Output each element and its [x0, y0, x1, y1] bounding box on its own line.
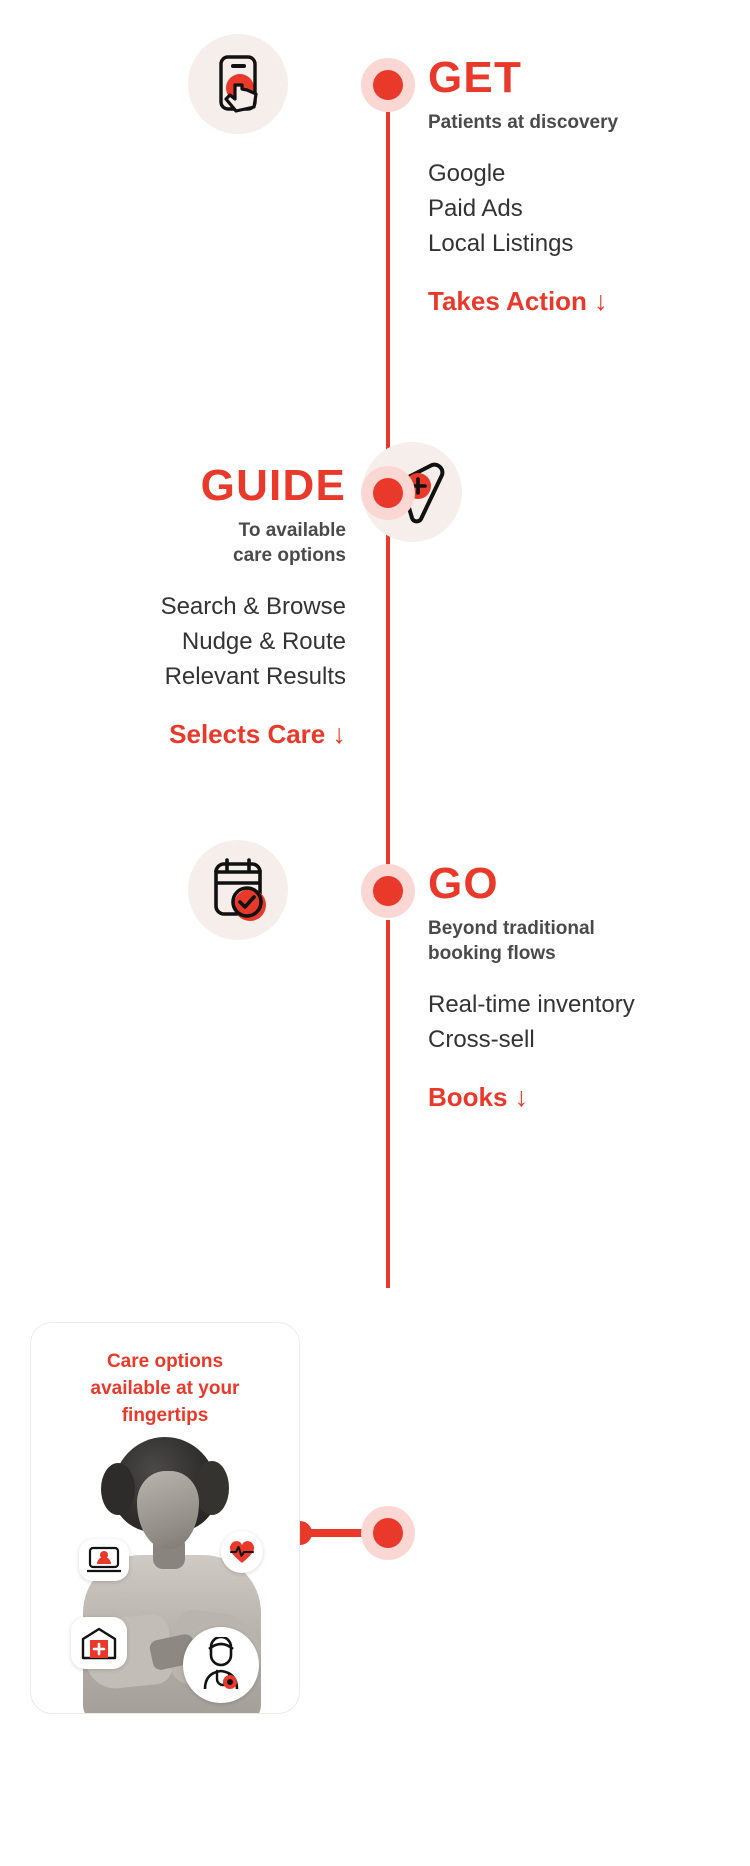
- arrow-down-icon: ↓: [594, 285, 608, 316]
- stage-cta-guide: Selects Care ↓: [20, 719, 346, 750]
- list-item: Google: [428, 160, 506, 188]
- subtitle-line: care options: [233, 545, 346, 567]
- stage-cta-label: Selects Care: [169, 718, 326, 749]
- stage-cta-go: Books ↓: [428, 1082, 738, 1113]
- stage-block-go: GO Beyond traditional booking flows Real…: [428, 859, 738, 1113]
- list-item: Cross-sell: [428, 1026, 535, 1054]
- headline-line: fingertips: [121, 1404, 209, 1426]
- list-item: Search & Browse: [160, 593, 346, 621]
- timeline-node-go: [361, 864, 415, 918]
- headline-line: available at your: [90, 1377, 240, 1399]
- timeline-node-end: [361, 1506, 415, 1560]
- face: [137, 1471, 199, 1549]
- stage-cta-label: Books: [428, 1081, 508, 1112]
- calendar-check-icon: [188, 840, 288, 940]
- stage-cta-get: Takes Action ↓: [428, 286, 728, 317]
- timeline-spine-guide-to-go: [386, 520, 390, 890]
- list-item: Local Listings: [428, 229, 574, 257]
- list-item: Nudge & Route: [181, 628, 346, 656]
- stage-subtitle-go: Beyond traditional booking flows: [428, 916, 738, 966]
- person-illustration: [31, 1431, 299, 1713]
- card-headline: Care options available at your fingertip…: [31, 1349, 299, 1430]
- stage-list-go: Real-time inventory Cross-sell: [428, 988, 738, 1058]
- video-visit-icon: [79, 1539, 129, 1581]
- stage-title-get: GET: [428, 53, 523, 102]
- stage-block-get: GET Patients at discovery Google Paid Ad…: [428, 53, 728, 317]
- patient-photo: [31, 1431, 299, 1713]
- tap-phone-icon: [188, 34, 288, 134]
- arrow-down-icon: ↓: [514, 1081, 529, 1112]
- care-options-card: Care options available at your fingertip…: [30, 1322, 300, 1714]
- timeline-spine-go-to-end: [386, 920, 390, 1288]
- hospital-icon: [71, 1617, 127, 1669]
- timeline-spine-get-to-guide: [386, 112, 390, 490]
- subtitle-line: booking flows: [428, 943, 556, 965]
- heart-pulse-icon: [221, 1531, 263, 1573]
- doctor-icon: [183, 1627, 259, 1703]
- list-item: Paid Ads: [428, 195, 523, 223]
- stage-title-go: GO: [428, 859, 499, 908]
- subtitle-line: To available: [238, 520, 346, 542]
- subtitle-line: Beyond traditional: [428, 918, 595, 940]
- timeline-node-get: [361, 58, 415, 112]
- stage-title-guide: GUIDE: [200, 461, 346, 510]
- timeline-connector-bar: [300, 1529, 372, 1537]
- stage-block-guide: GUIDE To available care options Search &…: [20, 461, 346, 750]
- stage-list-get: Google Paid Ads Local Listings: [428, 157, 728, 261]
- arrow-down-icon: ↓: [332, 718, 347, 749]
- stage-list-guide: Search & Browse Nudge & Route Relevant R…: [20, 590, 346, 694]
- timeline-node-guide: [361, 466, 415, 520]
- list-item: Real-time inventory: [428, 991, 635, 1019]
- stage-subtitle-get: Patients at discovery: [428, 112, 619, 134]
- headline-line: Care options: [106, 1351, 224, 1372]
- list-item: Relevant Results: [164, 662, 346, 690]
- stage-subtitle-guide: To available care options: [20, 518, 346, 568]
- stage-cta-label: Takes Action: [428, 285, 587, 316]
